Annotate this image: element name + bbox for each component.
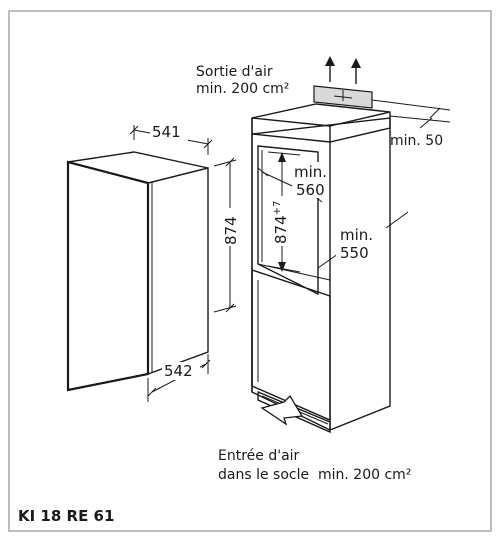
niche-width-label-top: min. bbox=[294, 163, 327, 181]
appliance-depth-dimension: 542 bbox=[147, 354, 211, 402]
appliance-height-dimension: 874 bbox=[213, 157, 240, 313]
niche-width-dimension: min. 560 bbox=[257, 162, 328, 203]
niche-depth-label-top: min. bbox=[340, 226, 373, 244]
appliance-depth-label: 542 bbox=[164, 362, 193, 380]
appliance-height-label: 874 bbox=[222, 216, 240, 245]
air-outlet-label: Sortie d'air bbox=[196, 64, 273, 80]
appliance-drawing bbox=[66, 151, 209, 392]
appliance-width-label: 541 bbox=[152, 123, 181, 141]
niche-height-label: 874+7 bbox=[272, 201, 290, 244]
appliance-width-dimension: 541 bbox=[129, 123, 213, 155]
vent-gap-dimension: min. 50 bbox=[371, 99, 451, 149]
niche-depth-label-bottom: 550 bbox=[340, 244, 369, 262]
air-inlet-area-label: min. 200 cm² bbox=[318, 467, 411, 483]
air-outlet-area-label: min. 200 cm² bbox=[196, 81, 289, 97]
air-inlet-arrow bbox=[260, 394, 304, 426]
niche-width-label-bottom: 560 bbox=[296, 181, 325, 199]
air-inlet-label: Entrée d'air bbox=[218, 448, 300, 464]
model-number: KI 18 RE 61 bbox=[18, 507, 114, 525]
air-inlet-socle-label: dans le socle bbox=[218, 467, 309, 483]
air-outlet-arrows bbox=[325, 56, 361, 84]
niche-depth-dimension: min. 550 bbox=[317, 211, 409, 269]
vent-gap-label: min. 50 bbox=[390, 133, 443, 149]
niche-height-dimension: 874+7 bbox=[267, 151, 301, 273]
diagram-border bbox=[8, 10, 492, 532]
